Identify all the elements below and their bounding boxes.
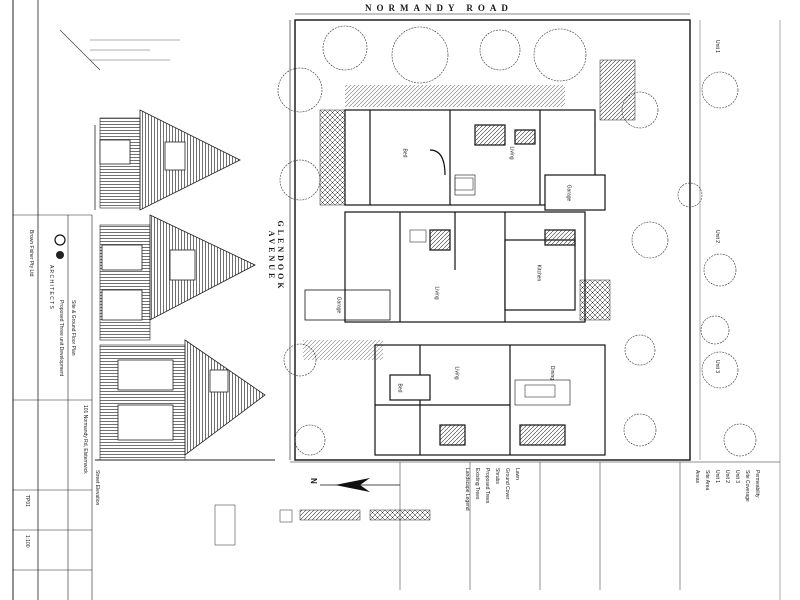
- unit-label: Unit 2: [714, 230, 720, 244]
- unit-2-living: Living: [433, 286, 440, 300]
- elevation-label: Street Elevation: [94, 470, 100, 506]
- north-label: N: [309, 478, 318, 484]
- unit-1-bed: Bed: [401, 148, 408, 158]
- area-row: Site Coverage: [744, 470, 750, 502]
- unit-3-bed: Bed: [396, 383, 403, 393]
- title-block-strip: [12, 0, 93, 600]
- unit-2-floorplan: [304, 211, 586, 323]
- elevation-top: [59, 29, 241, 211]
- schedules: [214, 461, 780, 590]
- firm-name: A R C H I T E C T S: [48, 265, 54, 309]
- sheet-title: Site & Ground Floor Plan: [70, 300, 76, 356]
- area-row: Unit 3: [734, 470, 740, 484]
- elevation-bottom: [95, 339, 275, 461]
- unit-1-garage: Garage: [565, 184, 572, 202]
- legend-item: Lawn: [514, 468, 520, 480]
- north-arrow: [320, 478, 400, 492]
- unit-3-dining: Dining: [549, 365, 556, 381]
- unit-label: Unit 1: [714, 40, 720, 54]
- client-name: Brown Fisher Pty Ltd: [28, 230, 34, 277]
- legend-heading: Landscape Legend: [464, 468, 470, 511]
- furniture: [409, 177, 556, 398]
- area-row: Unit 2: [724, 470, 730, 484]
- areas-heading: Areas: [694, 470, 700, 484]
- unit-2-garage: Garage: [335, 296, 342, 314]
- project-title: Proposed Three unit Development: [58, 300, 64, 377]
- right-notes: [699, 20, 781, 600]
- legend-item: Proposed Trees: [484, 468, 490, 504]
- side-street-name: GLENDOOK AVENUE: [267, 220, 285, 292]
- unit-1-living: Living: [508, 146, 515, 160]
- road-name: NORMANDY ROAD: [365, 3, 513, 13]
- elevation-middle: [99, 214, 256, 341]
- unit-3-floorplan: [374, 344, 606, 456]
- drawing-number: TP01: [24, 495, 30, 507]
- legend-item: Shrubs: [494, 468, 500, 484]
- unit-2-kitchen: Kitchen: [535, 264, 542, 282]
- drawing-scale: 1:100: [24, 535, 30, 548]
- site-address: 101 Normandy Rd, Elsternwick: [82, 405, 88, 474]
- area-row: Permeability: [754, 470, 760, 498]
- unit-3-living: Living: [453, 366, 460, 380]
- legend-item: Existing Trees: [474, 468, 480, 500]
- landscape-trees: [277, 25, 757, 457]
- site-boundary: [289, 13, 691, 461]
- area-row: Site Area: [704, 470, 710, 491]
- area-row: Unit 1: [714, 470, 720, 484]
- landscape-beds: [303, 59, 636, 360]
- unit-1-floorplan: [344, 109, 606, 211]
- legend-item: Ground Cover: [504, 468, 510, 500]
- unit-label: Unit 3: [714, 360, 720, 374]
